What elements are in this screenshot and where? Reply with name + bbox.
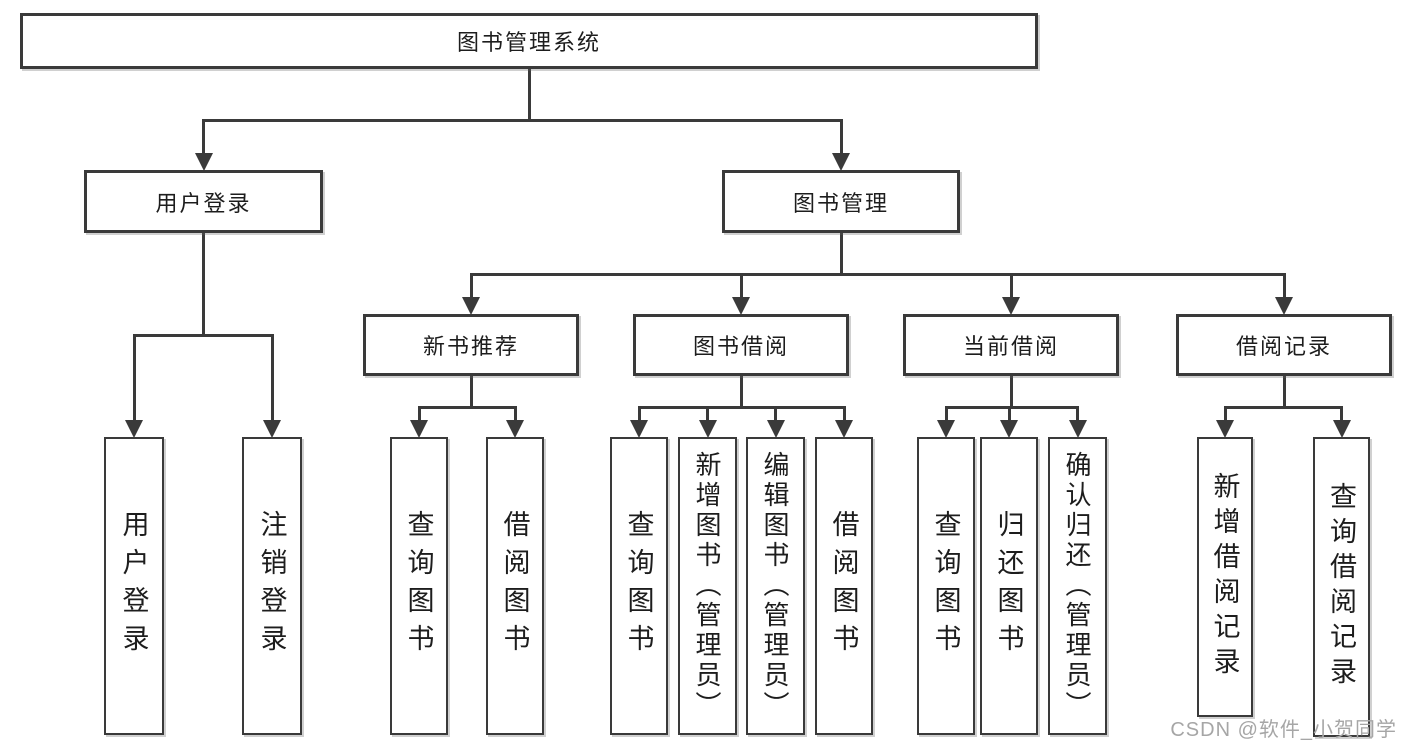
node-label: 编辑图书（管理员）	[760, 451, 790, 721]
node-new-book-recommend: 新书推荐	[363, 314, 579, 376]
connector-line	[1340, 407, 1343, 421]
connector-line	[417, 405, 517, 409]
node-label: 新增图书（管理员）	[692, 451, 722, 721]
connector-line	[132, 335, 136, 421]
node-book-management: 图书管理	[722, 170, 960, 233]
node-label: 归还图书	[993, 510, 1024, 662]
arrow-down-icon	[698, 420, 717, 438]
connector-line	[842, 407, 846, 421]
connector-line	[202, 233, 205, 335]
connector-line	[1223, 405, 1343, 409]
node-leaf-add-borrow-record: 新增借阅记录	[1197, 437, 1253, 717]
node-label: 查询借阅记录	[1326, 482, 1356, 692]
connector-line	[469, 274, 473, 298]
node-label: 借阅图书	[828, 510, 859, 662]
arrow-down-icon	[1332, 420, 1351, 438]
node-borrowing-records: 借阅记录	[1176, 314, 1392, 376]
connector-line	[270, 335, 274, 421]
node-label: 用户登录	[118, 510, 149, 662]
connector-line	[417, 407, 421, 421]
connector-line	[469, 376, 473, 407]
connector-line	[1076, 407, 1079, 421]
node-label: 注销登录	[256, 510, 287, 662]
connector-line	[637, 407, 641, 421]
node-leaf-query-books-2: 查询图书	[610, 437, 668, 735]
arrow-down-icon	[506, 420, 524, 438]
arrow-down-icon	[1068, 420, 1087, 438]
arrow-down-icon	[766, 420, 785, 438]
arrow-down-icon	[410, 420, 428, 438]
watermark: CSDN @软件_小贺同学	[1170, 719, 1397, 741]
arrow-down-icon	[1275, 297, 1293, 315]
node-label: 查询图书	[403, 510, 434, 662]
node-leaf-borrow-books-1: 借阅图书	[486, 437, 544, 735]
node-label: 用户登录	[155, 190, 252, 216]
connector-line	[1007, 407, 1011, 421]
node-root: 图书管理系统	[20, 13, 1038, 69]
node-label: 图书借阅	[692, 334, 789, 359]
connector-line	[944, 405, 1079, 409]
node-book-borrowing: 图书借阅	[633, 314, 849, 376]
node-label: 查询图书	[623, 510, 654, 662]
node-current-borrowing: 当前借阅	[903, 314, 1119, 376]
connector-line	[1009, 274, 1013, 298]
node-leaf-borrow-books-2: 借阅图书	[815, 437, 873, 735]
node-label: 图书管理	[792, 190, 889, 216]
node-label: 借阅图书	[499, 510, 530, 662]
connector-line	[513, 407, 517, 421]
node-label: 新增借阅记录	[1209, 472, 1240, 682]
connector-line	[739, 376, 743, 407]
connector-line	[132, 333, 274, 337]
node-leaf-add-books: 新增图书（管理员）	[678, 437, 737, 735]
node-leaf-edit-books: 编辑图书（管理员）	[746, 437, 805, 735]
arrow-down-icon	[937, 420, 955, 438]
arrow-down-icon	[1000, 420, 1018, 438]
arrow-down-icon	[732, 297, 750, 315]
connector-line	[739, 274, 743, 298]
connector-line	[839, 120, 843, 154]
connector-line	[202, 120, 205, 154]
node-label: 图书管理系统	[456, 30, 601, 55]
node-leaf-user-login: 用户登录	[104, 437, 164, 735]
node-leaf-return-books: 归还图书	[980, 437, 1038, 735]
arrow-down-icon	[832, 153, 850, 171]
arrow-down-icon	[630, 420, 648, 438]
connector-line	[1282, 274, 1286, 298]
arrow-down-icon	[1002, 297, 1020, 315]
arrow-down-icon	[462, 297, 480, 315]
connector-line	[1009, 376, 1013, 407]
arrow-down-icon	[835, 420, 853, 438]
connector-line	[637, 405, 846, 409]
arrow-down-icon	[263, 420, 281, 438]
node-label: 借阅记录	[1235, 334, 1332, 359]
connector-line	[774, 407, 777, 421]
connector-line	[839, 233, 843, 274]
node-leaf-query-borrow-record: 查询借阅记录	[1313, 437, 1370, 737]
connector-line	[202, 118, 843, 122]
node-leaf-logout: 注销登录	[242, 437, 302, 735]
node-leaf-query-books-3: 查询图书	[917, 437, 975, 735]
node-label: 确认归还（管理员）	[1062, 451, 1092, 721]
arrow-down-icon	[1216, 420, 1234, 438]
node-label: 新书推荐	[422, 334, 519, 359]
connector-line	[944, 407, 948, 421]
arrow-down-icon	[125, 420, 143, 438]
node-user-login: 用户登录	[84, 170, 323, 233]
connector-line	[469, 272, 1286, 276]
node-leaf-query-books-1: 查询图书	[390, 437, 448, 735]
node-label: 当前借阅	[962, 334, 1059, 359]
connector-line	[1282, 376, 1286, 407]
connector-line	[527, 69, 531, 120]
node-label: 查询图书	[930, 510, 961, 662]
node-leaf-confirm-return: 确认归还（管理员）	[1048, 437, 1107, 735]
connector-line	[706, 407, 709, 421]
arrow-down-icon	[194, 153, 213, 171]
connector-line	[1223, 407, 1227, 421]
